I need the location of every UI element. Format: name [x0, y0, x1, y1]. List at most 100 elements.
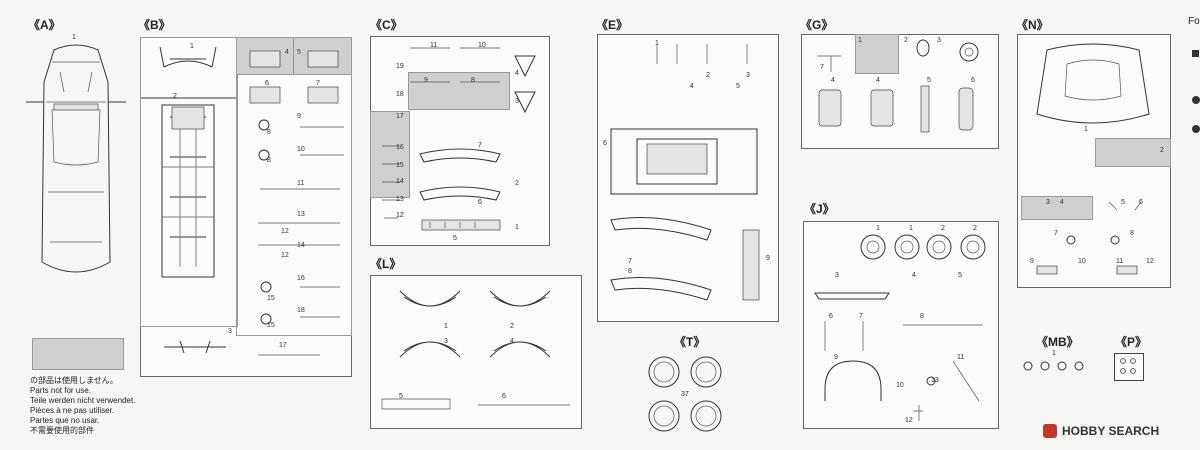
- part-b14-number: 14: [297, 242, 305, 249]
- part-b3-number: 3: [228, 328, 232, 335]
- part-c8-c9-unused: [408, 72, 510, 110]
- part-c16-number: 16: [396, 144, 404, 151]
- notice-de: Teile werden nicht verwendet.: [30, 396, 136, 405]
- part-e3-number: 3: [746, 72, 750, 79]
- b-parts-drawing: [159, 46, 344, 356]
- part-b8b-number: 8: [267, 157, 271, 164]
- notice-fr: Pièces à ne pas utiliser.: [30, 406, 115, 415]
- part-n12-number: 12: [1146, 258, 1154, 265]
- part-b2-number: 2: [173, 93, 177, 100]
- part-l4-number: 4: [510, 338, 514, 345]
- part-l1-number: 1: [444, 323, 448, 330]
- part-g5-number: 5: [927, 77, 931, 84]
- part-j12-number: 12: [905, 417, 913, 424]
- part-c6-number: 6: [478, 199, 482, 206]
- notice-jp: の部品は使用しません。: [30, 376, 118, 385]
- legend-dot-icon: [1192, 125, 1200, 133]
- part-b4-number: 4: [285, 49, 289, 56]
- part-n7-number: 7: [1054, 230, 1058, 237]
- group-a-label: 《A》: [28, 18, 61, 32]
- n-parts-drawing: [1036, 43, 1150, 275]
- j-parts-drawing: [814, 234, 986, 421]
- part-b12b-number: 12: [281, 252, 289, 259]
- part-c2-number: 2: [515, 180, 519, 187]
- l-parts-drawing: [381, 290, 570, 410]
- part-n2-unused: [1095, 138, 1171, 167]
- part-c5-number: 5: [453, 235, 457, 242]
- part-j1a-number: 1: [876, 225, 880, 232]
- part-c10-number: 10: [478, 42, 486, 49]
- notice-es: Partes que no usar.: [30, 416, 100, 425]
- mb-parts-drawing: [1023, 361, 1084, 371]
- part-b15b-number: 15: [267, 322, 275, 329]
- part-n10-number: 10: [1078, 258, 1086, 265]
- part-l2-number: 2: [510, 323, 514, 330]
- part-e9-number: 9: [766, 255, 770, 262]
- part-c12-unused: [370, 111, 410, 198]
- part-l6-number: 6: [502, 393, 506, 400]
- part-a1-number: 1: [72, 34, 76, 41]
- part-c3-number: 3: [515, 98, 519, 105]
- part-b18-number: 18: [297, 307, 305, 314]
- part-j6-number: 6: [829, 313, 833, 320]
- part-e4-number: 4: [690, 83, 694, 90]
- part-t37-number: 37: [681, 391, 689, 398]
- part-b6-number: 6: [265, 80, 269, 87]
- hobby-search-logo-icon: [1043, 424, 1057, 438]
- part-b11-number: 11: [297, 180, 305, 187]
- legend-fragment: Fo: [1188, 16, 1200, 27]
- e-parts-drawing: [610, 44, 760, 301]
- group-p-label: 《P》: [1115, 335, 1148, 349]
- part-j11-number: 11: [957, 354, 965, 361]
- part-c19-number: 19: [396, 63, 404, 70]
- legend-square-icon: [1192, 50, 1199, 57]
- part-g4a-number: 4: [831, 77, 835, 84]
- part-j1b-number: 1: [909, 225, 913, 232]
- part-j5-number: 5: [958, 272, 962, 279]
- notice-en: Parts not for use.: [30, 386, 91, 395]
- part-mb1-number: 1: [1052, 350, 1056, 357]
- part-n4-number: 4: [1060, 199, 1064, 206]
- part-j4-number: 4: [912, 272, 916, 279]
- part-b7-number: 7: [316, 80, 320, 87]
- part-g7-number: 7: [820, 64, 824, 71]
- part-c4-number: 4: [515, 70, 519, 77]
- part-c14-number: 14: [396, 178, 404, 185]
- part-n3-n4-unused: [1021, 196, 1093, 220]
- part-c8-number: 8: [471, 77, 475, 84]
- part-b17-number: 17: [279, 342, 287, 349]
- tires-drawing: [648, 356, 722, 432]
- part-j3-number: 3: [835, 272, 839, 279]
- part-j2a-number: 2: [941, 225, 945, 232]
- part-e1-number: 1: [655, 40, 659, 47]
- part-j7-number: 7: [859, 313, 863, 320]
- part-c12-number: 12: [396, 212, 404, 219]
- part-e6-number: 6: [603, 140, 607, 147]
- notice-zh: 不需要使用的部件: [30, 426, 94, 435]
- group-c-label: 《C》: [370, 18, 403, 32]
- watermark-text: HOBBY SEARCH: [1062, 424, 1160, 438]
- part-b5-number: 5: [297, 49, 301, 56]
- part-n2-number: 2: [1160, 147, 1164, 154]
- part-b8a-number: 8: [267, 129, 271, 136]
- p-parts-drawing: [1120, 358, 1136, 374]
- group-t-label: 《T》: [674, 335, 706, 349]
- part-l5-number: 5: [399, 393, 403, 400]
- part-n5-number: 5: [1121, 199, 1125, 206]
- part-n6-number: 6: [1139, 199, 1143, 206]
- part-b13-number: 13: [297, 211, 305, 218]
- part-c9-number: 9: [424, 77, 428, 84]
- part-c13-number: 13: [396, 196, 404, 203]
- part-j8-number: 8: [920, 313, 924, 320]
- part-b15a-number: 15: [267, 295, 275, 302]
- legend-dot-icon: [1192, 96, 1200, 104]
- g-parts-drawing: [817, 39, 979, 133]
- part-j9-number: 9: [834, 354, 838, 361]
- part-g1-number: 1: [858, 37, 862, 44]
- part-c15-number: 15: [396, 162, 404, 169]
- part-b12a-number: 12: [281, 228, 289, 235]
- part-n11-number: 11: [1116, 258, 1124, 265]
- part-g3-number: 3: [937, 37, 941, 44]
- part-b9-number: 9: [297, 113, 301, 120]
- part-c18-number: 18: [396, 91, 404, 98]
